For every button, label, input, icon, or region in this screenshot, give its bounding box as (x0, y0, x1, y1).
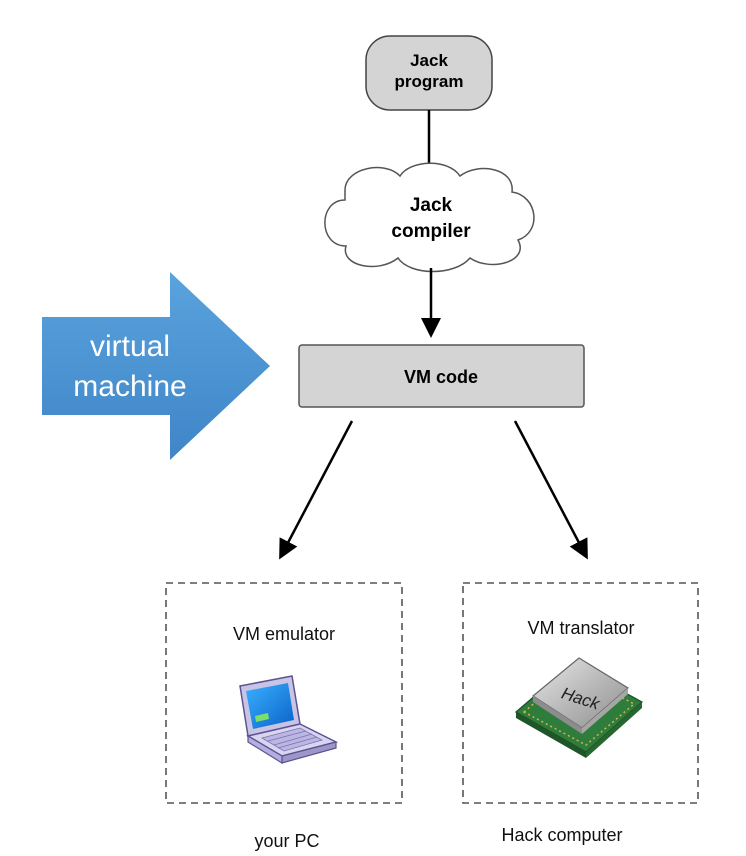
jack-program-label-line2: program (395, 72, 464, 91)
vm-code-label: VM code (404, 367, 478, 387)
virtual-machine-label-line2: machine (73, 370, 186, 403)
vm-translator-title: VM translator (527, 618, 634, 638)
jack-compiler-label-line2: compiler (391, 221, 471, 242)
jack-program-label-line1: Jack (410, 51, 448, 70)
hack-computer-caption: Hack computer (501, 825, 622, 845)
vm-emulator-box: VM emulator (165, 582, 403, 804)
arrow-vm-code-to-emulator (279, 420, 354, 560)
vm-code-box: VM code (298, 344, 585, 408)
vm-emulator-title: VM emulator (233, 624, 335, 644)
arrow-vm-code-to-translator (513, 420, 588, 560)
jack-program-node: Jack program (365, 35, 493, 111)
your-pc-caption: your PC (254, 831, 319, 851)
cpu-chip-icon: Hack (514, 657, 644, 758)
laptop-icon (239, 675, 339, 765)
jack-compiler-cloud: Jack compiler (324, 162, 535, 273)
vm-translator-box: VM translator Hack (462, 582, 699, 804)
jack-compiler-label-line1: Jack (410, 195, 453, 216)
virtual-machine-arrow: virtual machine (42, 272, 270, 460)
virtual-machine-label-line1: virtual (90, 330, 170, 363)
